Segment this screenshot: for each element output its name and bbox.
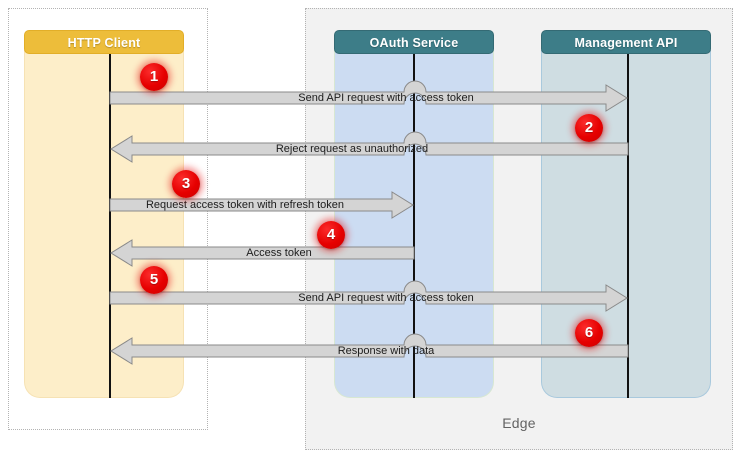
participant-header-management-api[interactable]: Management API [541,30,711,54]
lifeline-oauth [413,54,415,398]
lifeline-band-client [24,50,184,398]
step-badge-5[interactable]: 5 [140,266,168,294]
lifeline-client [109,54,111,398]
step-badge-3[interactable]: 3 [172,170,200,198]
edge-region-label: Edge [502,415,536,431]
message-3[interactable]: Request access token with refresh token [109,190,414,220]
step-badge-1[interactable]: 1 [140,63,168,91]
participant-header-oauth[interactable]: OAuth Service [334,30,494,54]
message-6[interactable]: Response with data [110,333,629,366]
message-2[interactable]: Reject request as unauthorized [110,131,629,164]
participant-header-client[interactable]: HTTP Client [24,30,184,54]
message-5[interactable]: Send API request with access token [109,280,628,313]
lifeline-band-management-api [541,50,711,398]
step-badge-6[interactable]: 6 [575,319,603,347]
message-1[interactable]: Send API request with access token [109,80,628,113]
step-badge-4[interactable]: 4 [317,221,345,249]
message-4[interactable]: Access token [110,238,415,268]
lifeline-management-api [627,54,629,398]
client-region [8,8,208,430]
step-badge-2[interactable]: 2 [575,114,603,142]
